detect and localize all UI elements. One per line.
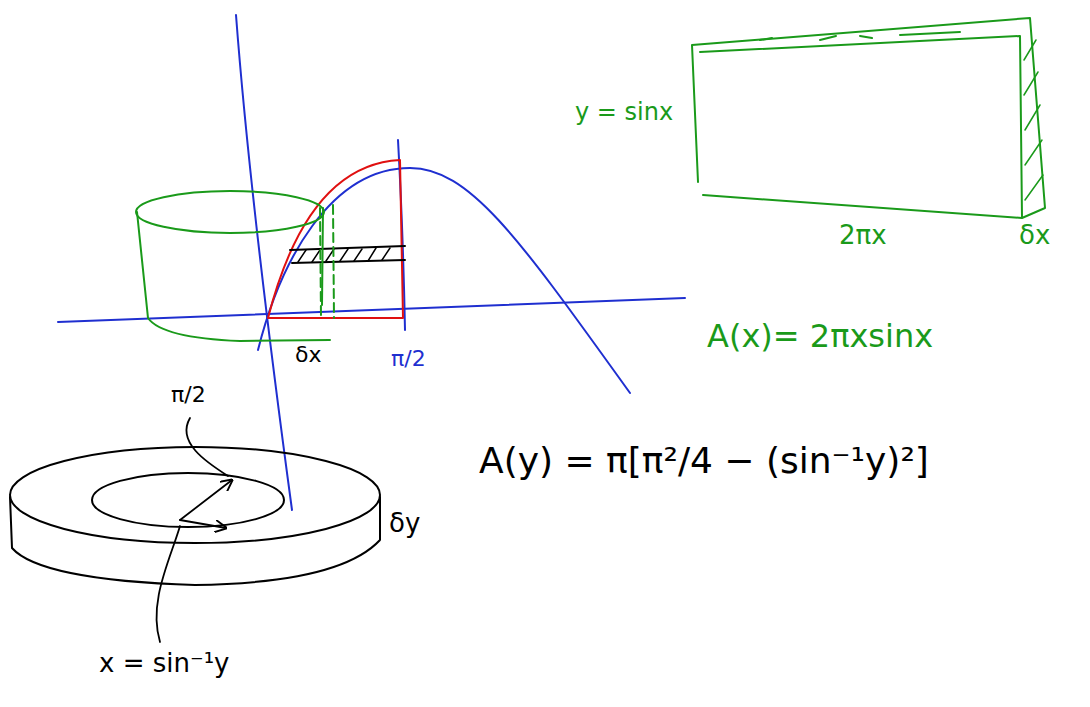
radius-label: x = sin⁻¹y: [96, 648, 232, 679]
top-marks: [760, 32, 960, 40]
dimension-label: δx: [1016, 220, 1053, 251]
inner-radius-arrow: [180, 520, 226, 528]
washer-outer: [10, 447, 380, 543]
horizontal-strip: [290, 246, 405, 263]
washer-thickness: [10, 497, 380, 585]
dimension-label: δy: [386, 508, 423, 539]
shell-sides: [137, 208, 323, 318]
area-formula: A(x)= 2πxsinx: [704, 318, 936, 355]
shell-top: [136, 191, 324, 233]
unrolled-shell: [692, 18, 1045, 218]
dimension-label: 2πx: [836, 220, 890, 251]
shell-bottom: [148, 318, 330, 341]
leader-line: [157, 526, 180, 642]
region-outline: [268, 160, 403, 318]
y-axis: [236, 15, 292, 510]
vertical-strip: [320, 205, 334, 318]
radius-label: π/2: [168, 382, 209, 408]
washer-inner: [92, 473, 284, 527]
face-hatching: [1024, 40, 1043, 200]
leader-line: [186, 418, 228, 476]
strip-hatching: [298, 248, 390, 262]
dimension-label: δx: [292, 342, 324, 368]
curve-label: y = sinx: [572, 98, 676, 126]
outer-radius-arrow: [180, 480, 232, 520]
axis-label: π/2: [388, 346, 429, 372]
area-formula: A(y) = π[π²/4 − (sin⁻¹y)²]: [476, 440, 932, 482]
